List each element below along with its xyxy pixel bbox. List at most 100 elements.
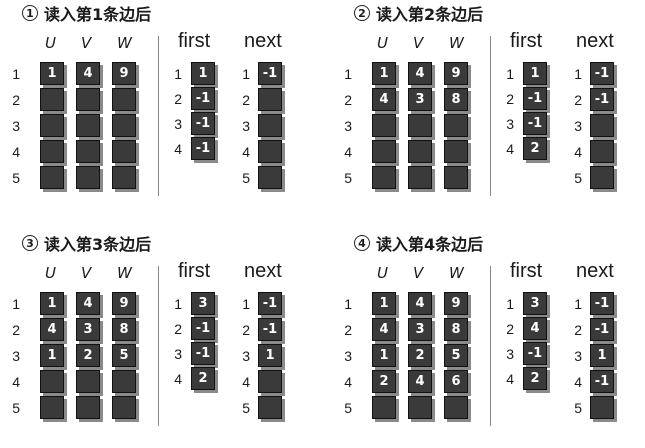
panel-title-text: 读入第2条边后: [376, 5, 484, 24]
row-number: 2: [12, 92, 20, 108]
cell-value: -1: [527, 346, 543, 361]
cell-u: 1: [40, 344, 64, 367]
row-number: 4: [174, 141, 182, 157]
cell-first: -1: [191, 87, 215, 110]
cell-value: 8: [119, 322, 129, 337]
cell-next: [258, 114, 282, 137]
cell-first: 3: [191, 292, 215, 315]
cell-next: [590, 114, 614, 137]
cell-next: 1: [590, 344, 614, 367]
column-header-v: V: [81, 264, 92, 282]
cell-w: [112, 114, 136, 137]
cell-u: [40, 140, 64, 163]
cell-value: 2: [379, 374, 389, 389]
row-number: 2: [242, 92, 250, 108]
cell-next: -1: [258, 292, 282, 315]
row-number: 4: [12, 144, 20, 160]
cell-next: -1: [258, 318, 282, 341]
cell-first: 4: [523, 317, 547, 340]
row-number: 1: [174, 66, 182, 82]
cell-value: -1: [262, 66, 278, 81]
row-number: 1: [12, 66, 20, 82]
cell-v: 3: [76, 318, 100, 341]
cell-v: [408, 114, 432, 137]
column-header-w: W: [117, 264, 132, 282]
cell-value: 2: [83, 348, 93, 363]
row-number: 5: [242, 170, 250, 186]
cell-v: 4: [408, 370, 432, 393]
cell-first: 1: [523, 62, 547, 85]
cell-u: 1: [372, 292, 396, 315]
cell-w: 6: [444, 370, 468, 393]
cell-v: [408, 166, 432, 189]
cell-u: 1: [40, 292, 64, 315]
row-number: 2: [506, 321, 514, 337]
row-number: 4: [242, 144, 250, 160]
cell-next: [258, 140, 282, 163]
column-header-next: next: [244, 260, 282, 282]
cell-first: 2: [523, 367, 547, 390]
row-number: 3: [344, 118, 352, 134]
cell-value: 2: [198, 371, 208, 386]
cell-u: [372, 114, 396, 137]
row-number: 2: [574, 322, 582, 338]
cell-w: [112, 370, 136, 393]
column-header-first: first: [178, 260, 211, 282]
cell-next: -1: [590, 88, 614, 111]
cell-w: 8: [444, 318, 468, 341]
cell-value: -1: [195, 141, 211, 156]
row-number: 2: [344, 322, 352, 338]
cell-value: 3: [415, 92, 425, 107]
cell-value: 4: [83, 66, 93, 81]
cell-value: 6: [451, 374, 461, 389]
cell-value: 3: [198, 296, 208, 311]
cell-value: 3: [530, 296, 540, 311]
row-number: 2: [242, 322, 250, 338]
row-number: 3: [242, 118, 250, 134]
cell-value: 8: [451, 92, 461, 107]
cell-value: 1: [198, 66, 208, 81]
column-header-next: next: [244, 30, 282, 52]
cell-value: 4: [83, 296, 93, 311]
cell-u: [40, 370, 64, 393]
row-number: 4: [344, 374, 352, 390]
cell-value: 1: [597, 348, 607, 363]
column-header-w: W: [117, 34, 132, 52]
row-number: 5: [12, 400, 20, 416]
column-header-u: U: [45, 264, 56, 282]
cell-w: [444, 114, 468, 137]
cell-first: -1: [191, 137, 215, 160]
row-number: 3: [12, 348, 20, 364]
cell-u: [40, 166, 64, 189]
cell-u: [372, 396, 396, 419]
cell-value: 8: [451, 322, 461, 337]
cell-first: -1: [191, 112, 215, 135]
cell-value: -1: [195, 346, 211, 361]
row-number: 5: [574, 400, 582, 416]
panel-title-text: 读入第4条边后: [376, 235, 484, 254]
cell-next: 1: [258, 344, 282, 367]
cell-w: [444, 166, 468, 189]
row-number: 2: [174, 91, 182, 107]
cell-value: -1: [594, 66, 610, 81]
cell-value: 4: [415, 374, 425, 389]
cell-value: 9: [119, 296, 129, 311]
cell-next: -1: [590, 370, 614, 393]
cell-u: [40, 396, 64, 419]
column-header-w: W: [449, 264, 464, 282]
row-number: 5: [344, 170, 352, 186]
panel-title-text: 读入第1条边后: [44, 5, 152, 24]
cell-next: [258, 370, 282, 393]
cell-next: [258, 88, 282, 111]
cell-first: -1: [191, 317, 215, 340]
row-number: 1: [12, 296, 20, 312]
cell-v: [76, 88, 100, 111]
cell-value: -1: [527, 91, 543, 106]
cell-value: 4: [415, 66, 425, 81]
row-number: 4: [344, 144, 352, 160]
